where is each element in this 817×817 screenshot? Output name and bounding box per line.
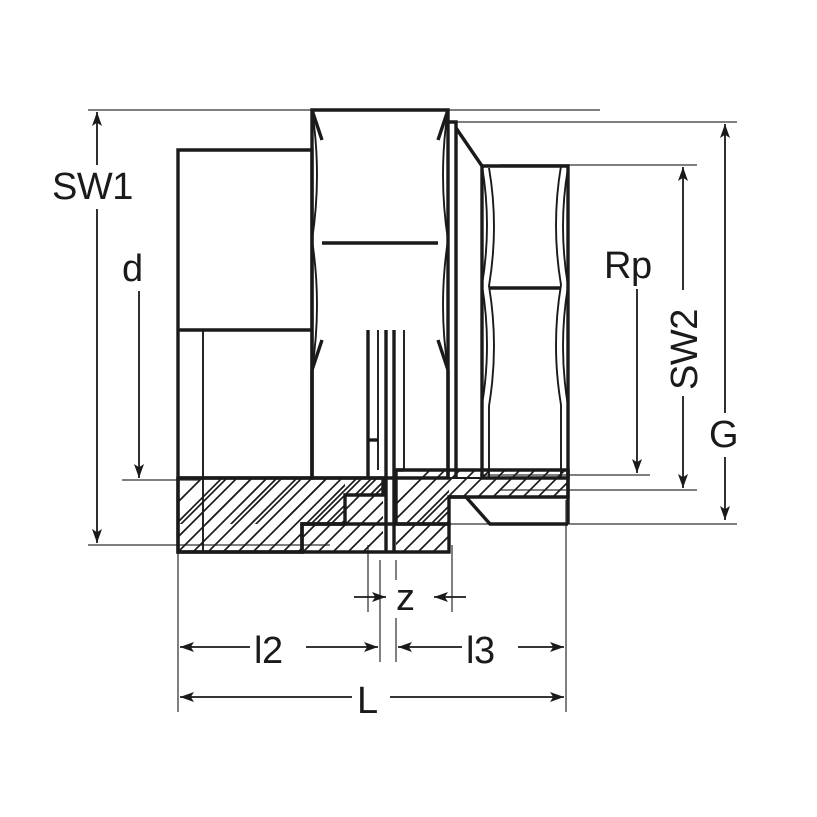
- label-mask-z: [392, 580, 424, 618]
- hex-nut-left-chamfer-arc: [311, 109, 318, 371]
- thread-profile-left-inner: [481, 165, 488, 478]
- thread-profile-left-outer: [488, 167, 495, 478]
- dimension-labels: SW1 d Rp SW2 G z l2 l3 L: [48, 165, 745, 723]
- dimension-label-l3: l3: [466, 630, 495, 672]
- label-mask-sw1: [48, 165, 144, 209]
- dimension-label-l: L: [357, 680, 378, 722]
- label-mask-l: [352, 679, 390, 723]
- centre-right-hatching: [396, 470, 449, 552]
- right-hatching: [396, 470, 568, 524]
- dimension-label-g: G: [709, 414, 738, 456]
- hex-nut-right-chamfer-arc: [442, 109, 449, 371]
- hex-nut-corner-bl: [310, 339, 324, 371]
- dimension-label-rp: Rp: [604, 245, 652, 287]
- thread-profile-right-outer: [555, 165, 562, 478]
- dimension-label-sw2: SW2: [664, 309, 706, 390]
- hex-nut-corner-tl: [310, 109, 324, 141]
- label-mask-rp: [600, 243, 662, 289]
- label-mask-g: [705, 413, 745, 457]
- dimension-label-sw1: SW1: [52, 166, 133, 208]
- dimension-label-d: d: [122, 248, 143, 290]
- thread-profile-right-inner: [562, 167, 569, 478]
- left-seat-hatching: [178, 478, 345, 524]
- label-mask-l2: [250, 629, 306, 673]
- centre-left-hatching: [302, 478, 383, 552]
- label-mask-d: [118, 247, 150, 291]
- nut-to-thread-taper: [454, 127, 484, 167]
- extension-lines: [88, 109, 737, 712]
- label-mask-l3: [462, 629, 518, 673]
- dimension-label-z: z: [396, 577, 415, 619]
- right-seat-taper: [449, 495, 568, 526]
- label-mask-sw2: [662, 290, 706, 396]
- hex-nut-corner-br: [436, 339, 450, 371]
- nut-right-rim: [448, 120, 458, 478]
- hex-nut-corner-tr: [436, 109, 450, 141]
- fitting-geometry: [176, 108, 570, 554]
- dimension-label-l2: l2: [254, 630, 283, 672]
